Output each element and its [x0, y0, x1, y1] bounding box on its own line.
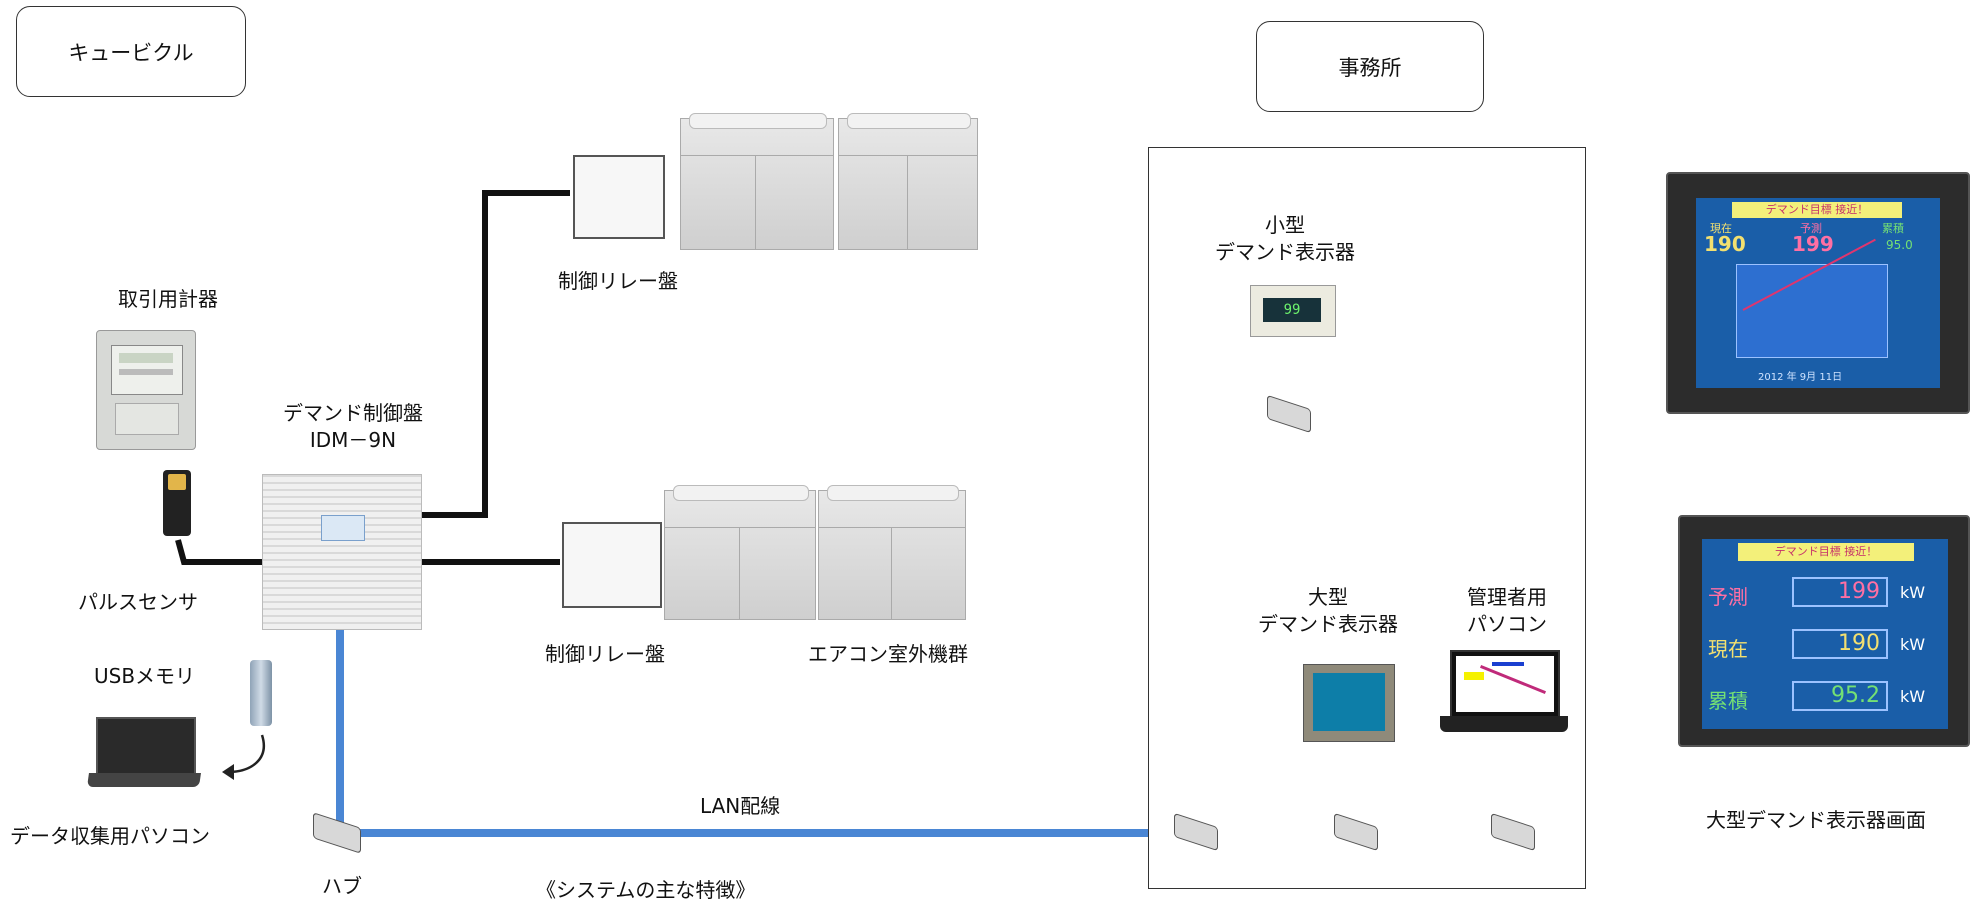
screen1-graph [1736, 238, 1888, 358]
large-display-label: 大型 デマンド表示器 [1248, 584, 1408, 638]
large-display-image [1303, 664, 1395, 742]
screen2-forecast-unit: kW [1900, 583, 1926, 602]
features-title: 《システムの主な特徴》 [536, 878, 756, 902]
pulse-sensor-label: パルスセンサ [78, 590, 198, 614]
small-display-label-line1: 小型 [1265, 213, 1305, 237]
demand-controller-image [262, 474, 422, 630]
small-display-image: 99 [1250, 285, 1336, 337]
screen2-banner: デマンド目標 接近！ [1738, 543, 1914, 561]
screen1-banner: デマンド目標 接近！ [1732, 202, 1902, 218]
screen2-current-unit: kW [1900, 635, 1926, 654]
ac-outdoor-label: エアコン室外機群 [808, 642, 968, 666]
trade-meter-label: 取引用計器 [118, 287, 218, 311]
small-display-value: 99 [1283, 302, 1301, 318]
ac-unit-top-1 [680, 113, 834, 250]
admin-pc-label: 管理者用 パソコン [1432, 584, 1582, 638]
large-display-label-line1: 大型 [1308, 585, 1348, 609]
admin-pc-image [1440, 650, 1568, 740]
usb-memory-image [250, 660, 272, 726]
small-display-label: 小型 デマンド表示器 [1200, 212, 1370, 266]
screen2-current-value: 190 [1792, 629, 1888, 659]
screen2-row-cumulative: 累積 95.2 kW [1708, 681, 1942, 717]
relay-panel-bottom-image [562, 522, 662, 608]
pulse-sensor-cable [175, 539, 262, 565]
control-cable-top [420, 190, 570, 518]
screen1-col-forecast: 予測 [1800, 222, 1822, 235]
screen1-col-current: 現在 [1710, 222, 1732, 235]
screen1-cumulative-value: 95.0 [1886, 238, 1913, 252]
large-display-screen-graph: デマンド目標 接近！ 現在 予測 累積 190 199 95.0 2012 年 … [1666, 172, 1970, 414]
data-pc-image [87, 717, 201, 789]
ac-unit-bottom-1 [664, 485, 816, 620]
relay-panel-top-label: 制御リレー盤 [558, 269, 678, 293]
data-pc-label: データ収集用パソコン [10, 824, 210, 848]
screen2-row-current: 現在 190 kW [1708, 629, 1942, 665]
admin-pc-label-line1: 管理者用 [1467, 585, 1547, 609]
hub-label: ハブ [322, 874, 362, 898]
ac-unit-top-2 [838, 113, 978, 250]
usb-memory-label: USBメモリ [94, 664, 196, 688]
admin-pc-label-line2: パソコン [1467, 612, 1547, 636]
small-display-label-line2: デマンド表示器 [1215, 240, 1355, 264]
screen2-cumulative-label: 累積 [1708, 689, 1748, 713]
screen1-current-value: 190 [1704, 232, 1746, 256]
large-display-screen-numeric: デマンド目標 接近！ 予測 199 kW 現在 190 kW 累積 95.2 k… [1678, 515, 1970, 747]
screen2-cumulative-value: 95.2 [1792, 681, 1888, 711]
relay-panel-top-image [573, 155, 665, 239]
screen2-forecast-value: 199 [1792, 577, 1888, 607]
screen2-forecast-label: 予測 [1708, 585, 1748, 609]
relay-panel-bottom-label: 制御リレー盤 [545, 642, 665, 666]
demand-controller-name: デマンド制御盤 [283, 401, 423, 425]
large-display-label-line2: デマンド表示器 [1258, 612, 1398, 636]
office-label: 事務所 [1338, 55, 1402, 80]
demand-controller-label: デマンド制御盤 IDM－9N [258, 400, 448, 454]
screen2-row-forecast: 予測 199 kW [1708, 577, 1942, 613]
office-box: 事務所 [1256, 21, 1484, 112]
usb-arrow-head [222, 764, 234, 780]
screen1-col-cumulative: 累積 [1882, 222, 1904, 235]
trade-meter-image [96, 330, 196, 450]
screen1-date: 2012 年 9月 11日 [1758, 372, 1843, 383]
screen2-current-label: 現在 [1708, 637, 1748, 661]
screen1-forecast-value: 199 [1792, 232, 1834, 256]
cubicle-box: キュービクル [16, 6, 246, 97]
cubicle-label: キュービクル [68, 40, 194, 65]
demand-controller-model: IDM－9N [309, 428, 397, 452]
office-area [1148, 147, 1586, 889]
screen2-cumulative-unit: kW [1900, 687, 1926, 706]
ac-unit-bottom-2 [818, 485, 966, 620]
pulse-sensor-image [163, 470, 191, 536]
lan-label: LAN配線 [700, 794, 781, 818]
large-screen-caption: 大型デマンド表示器画面 [1706, 808, 1926, 832]
usb-arrow [227, 734, 265, 774]
